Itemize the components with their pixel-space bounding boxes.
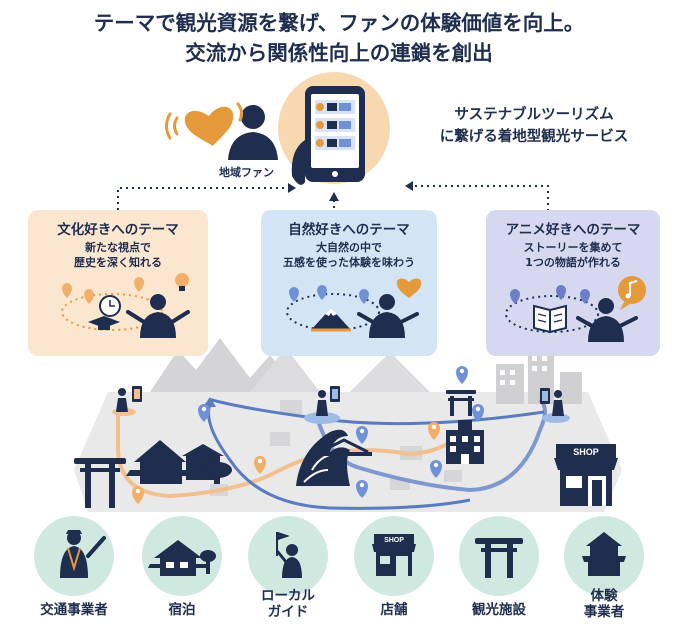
graduation-cap-icon [88, 316, 120, 328]
mountain-icon [311, 308, 351, 330]
guide-person-icon [379, 294, 395, 310]
theme-anime-illustration [505, 276, 646, 342]
category-lodging: 宿泊 [136, 516, 228, 634]
category-lodging-label: 宿泊 [136, 602, 228, 618]
tagline-line1: サステナブルツーリズム [454, 107, 614, 123]
map-pins [132, 366, 484, 504]
category-transport-label-line1: 交通事業者 [40, 602, 108, 618]
theme-culture-illustration [61, 273, 190, 338]
category-lodging-label-line1: 宿泊 [168, 602, 196, 618]
lightbulb-icon [175, 273, 189, 287]
traffic-guard-icon [60, 530, 106, 578]
small-heart-icon [396, 278, 422, 298]
fan-person-icon [228, 105, 278, 160]
traveler-right-icon [540, 388, 570, 423]
small-torii-icon [446, 390, 476, 416]
category-transport-label: 交通事業者 [28, 602, 120, 618]
fan-label: 地域ファン [219, 166, 274, 179]
shop-icon: SHOP [554, 444, 618, 506]
shop-sign-text: SHOP [573, 447, 599, 457]
theme-nature-illustration [286, 278, 422, 338]
headline-line2: 交流から関係性向上の連鎖を創出 [185, 41, 493, 65]
traveler-center-icon [304, 386, 340, 424]
music-bubble-icon [618, 276, 646, 304]
city-buildings [496, 350, 582, 404]
theme-nature: 自然好きへのテーマ 大自然の中で 五感を使った体験を味わう [261, 210, 437, 356]
theme-culture-desc: 新たな視点で 歴史を深く知れる [28, 240, 208, 270]
category-shop-label: 店舗 [348, 602, 440, 618]
temple-icon [126, 440, 224, 484]
inn-icon [148, 540, 216, 576]
category-shop: SHOP 店舗 [348, 516, 440, 634]
category-local-guide: ローカル ガイド [242, 516, 334, 634]
torii-icon [475, 538, 523, 578]
category-transport: 交通事業者 [28, 516, 120, 634]
category-local-guide-label-line1: ローカル [261, 588, 315, 604]
theme-anime-desc-line2: 1つの物語が作れる [525, 256, 621, 269]
category-experience-label-line1: 体験 [590, 588, 618, 604]
category-sightseeing-label: 観光施設 [453, 602, 545, 618]
category-local-guide-label: ローカル ガイド [242, 588, 334, 620]
shop-icon-sign: SHOP [384, 537, 404, 544]
theme-nature-desc-line2: 五感を使った体験を味わう [283, 256, 415, 269]
category-experience-label-line2: 事業者 [583, 604, 625, 620]
theme-culture-desc-line1: 新たな視点で [85, 241, 151, 254]
theme-anime-title: アニメ好きへのテーマ [505, 222, 641, 238]
theme-anime-desc: ストーリーを集めて 1つの物語が作れる [486, 240, 660, 270]
connection-arrows [288, 181, 413, 201]
theme-culture-title: 文化好きへのテーマ [57, 222, 179, 238]
open-book-icon [533, 304, 567, 334]
smartphone-icon [291, 86, 365, 185]
category-experience: 体験 事業者 [558, 516, 650, 634]
guide-person-icon [150, 294, 166, 310]
theme-nature-title: 自然好きへのテーマ [288, 222, 410, 238]
shop-icon: SHOP [372, 534, 416, 576]
theme-nature-desc: 大自然の中で 五感を使った体験を味わう [261, 240, 437, 270]
torii-gate-icon [74, 458, 126, 508]
guide-person-icon [598, 298, 614, 314]
heart-icon [165, 102, 244, 146]
experience-provider-icon [582, 532, 626, 576]
category-experience-label: 体験 事業者 [558, 588, 650, 620]
category-sightseeing-label-line1: 観光施設 [472, 602, 526, 618]
wave-bridge-icon [296, 429, 372, 486]
theme-culture: 文化好きへのテーマ 新たな視点で 歴史を深く知れる [28, 210, 208, 356]
theme-nature-desc-line1: 大自然の中で [316, 241, 382, 254]
tagline: サステナブルツーリズム に繋げる着地型観光サービス [400, 104, 668, 148]
theme-anime-desc-line1: ストーリーを集めて [523, 241, 623, 254]
category-local-guide-label-line2: ガイド [267, 604, 309, 620]
connection-lines [117, 185, 549, 210]
category-shop-label-line1: 店舗 [380, 602, 408, 618]
category-sightseeing: 観光施設 [453, 516, 545, 634]
theme-culture-desc-line2: 歴史を深く知れる [74, 256, 162, 269]
local-guide-icon [276, 532, 302, 578]
traveler-left-icon [112, 386, 142, 416]
tree-icon [204, 462, 232, 484]
tagline-line2: に繋げる着地型観光サービス [439, 129, 629, 145]
headline-line1: テーマで観光資源を繋げ、ファンの体験価値を向上。 [93, 11, 585, 35]
theme-anime: アニメ好きへのテーマ ストーリーを集めて 1つの物語が作れる [486, 210, 660, 356]
